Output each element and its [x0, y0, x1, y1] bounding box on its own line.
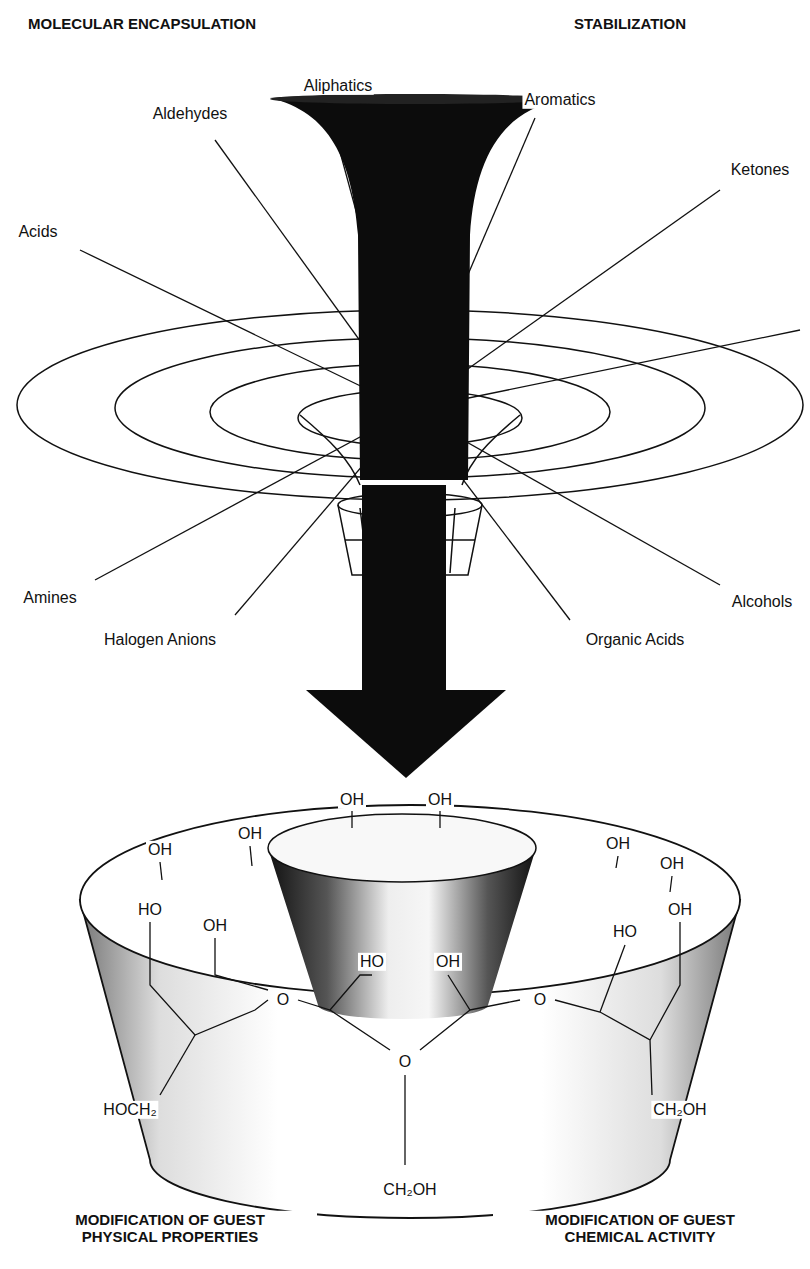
caption-note: MODIFICATION OF GUEST PHYSICAL PROPERTIE… — [23, 1211, 317, 1246]
ring-oxygen: O — [397, 1053, 413, 1071]
guest-class: Amines — [21, 589, 78, 607]
guest-class: Ketones — [729, 161, 792, 179]
hydroxyl-label: HO — [358, 953, 386, 971]
hydroxyl-label: OH — [201, 917, 229, 935]
hydroxyl-label: OH — [236, 825, 264, 843]
guest-class: Acids — [16, 223, 59, 241]
ring-oxygen: O — [275, 991, 291, 1009]
hydroxyl-label: OH — [658, 855, 686, 873]
hydroxyl-label: HO — [136, 901, 164, 919]
caption-note: MODIFICATION OF GUEST CHEMICAL ACTIVITY — [493, 1211, 787, 1246]
hydroxyl-label: OH — [434, 953, 462, 971]
guest-class: Aromatics — [522, 91, 597, 109]
hydroxyl-label: OH — [338, 791, 366, 809]
guest-class: Alcohols — [730, 593, 794, 611]
guest-class: Organic Acids — [584, 631, 687, 649]
hydroxyl-label: OH — [146, 841, 174, 859]
hydroxymethyl-label: HOCH₂ — [101, 1101, 158, 1119]
hydroxyl-label: OH — [666, 901, 694, 919]
hydroxyl-label: OH — [604, 835, 632, 853]
hydroxymethyl-label: CH₂OH — [381, 1181, 438, 1199]
hydroxyl-label: HO — [611, 923, 639, 941]
guest-class: Aliphatics — [302, 77, 374, 95]
heading: STABILIZATION — [572, 15, 688, 32]
guest-class: Halogen Anions — [102, 631, 218, 649]
guest-class: Aldehydes — [151, 105, 230, 123]
heading: MOLECULAR ENCAPSULATION — [26, 15, 258, 32]
hydroxyl-label: OH — [426, 791, 454, 809]
ring-oxygen: O — [532, 991, 548, 1009]
hydroxymethyl-label: CH₂OH — [651, 1101, 708, 1119]
